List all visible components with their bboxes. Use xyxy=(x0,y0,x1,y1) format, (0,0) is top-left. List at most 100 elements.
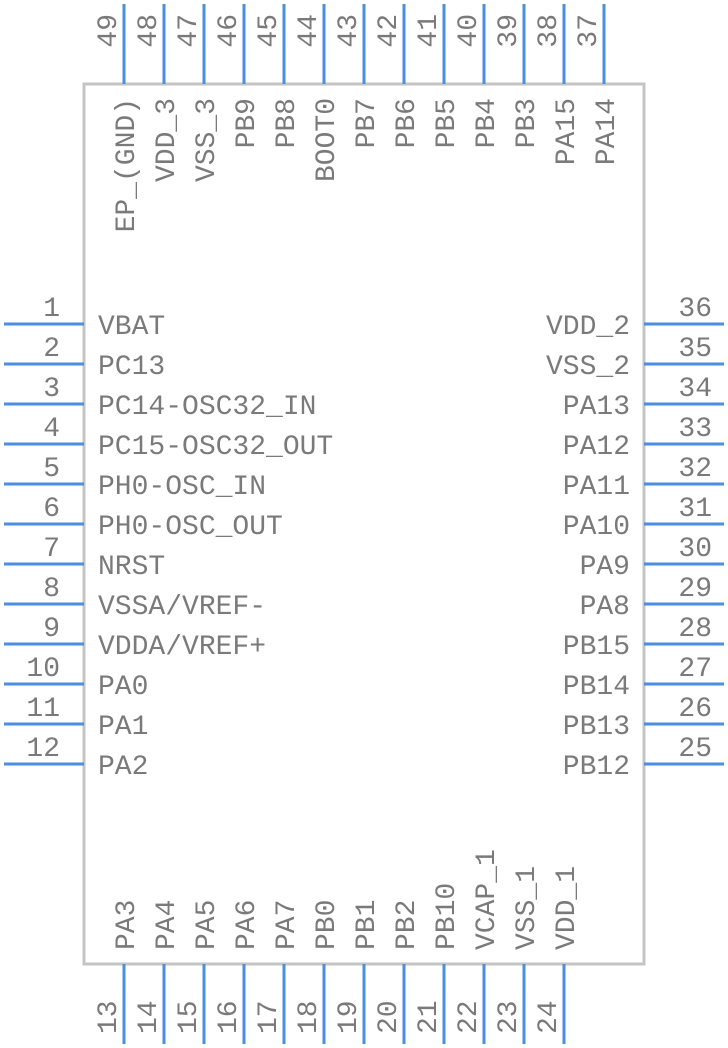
pin-name-26: PB13 xyxy=(563,712,630,743)
pin-name-23: VSS_1 xyxy=(512,866,543,950)
pin-name-14: PA4 xyxy=(152,900,183,950)
pin-name-21: PB10 xyxy=(432,883,463,950)
pin-number-23: 23 xyxy=(494,1000,525,1034)
pin-name-2: PC13 xyxy=(98,352,165,383)
pin-number-17: 17 xyxy=(254,1000,285,1034)
pin-number-49: 49 xyxy=(94,14,125,48)
pin-number-42: 42 xyxy=(374,14,405,48)
pin-name-11: PA1 xyxy=(98,712,148,743)
pin-name-18: PB0 xyxy=(312,900,343,950)
pin-number-18: 18 xyxy=(294,1000,325,1034)
pin-number-19: 19 xyxy=(334,1000,365,1034)
pin-number-45: 45 xyxy=(254,14,285,48)
pin-name-36: VDD_2 xyxy=(546,312,630,343)
pin-name-34: PA13 xyxy=(563,392,630,423)
pin-number-7: 7 xyxy=(43,534,60,565)
pin-number-22: 22 xyxy=(454,1000,485,1034)
pin-name-41: PB5 xyxy=(432,98,463,148)
pin-group xyxy=(4,4,724,1044)
pin-number-36: 36 xyxy=(678,294,712,325)
pin-number-31: 31 xyxy=(678,494,712,525)
pin-number-37: 37 xyxy=(574,14,605,48)
pin-name-49: EP_(GND) xyxy=(112,98,143,232)
pin-number-12: 12 xyxy=(26,734,60,765)
pin-number-34: 34 xyxy=(678,374,712,405)
pin-number-14: 14 xyxy=(134,1000,165,1034)
pin-name-12: PA2 xyxy=(98,752,148,783)
pin-number-3: 3 xyxy=(43,374,60,405)
pin-number-48: 48 xyxy=(134,14,165,48)
pin-name-27: PB14 xyxy=(563,672,630,703)
pin-number-24: 24 xyxy=(534,1000,565,1034)
pin-number-41: 41 xyxy=(414,14,445,48)
pin-name-17: PA7 xyxy=(272,900,303,950)
pin-name-45: PB8 xyxy=(272,98,303,148)
pin-number-38: 38 xyxy=(534,14,565,48)
pin-number-13: 13 xyxy=(94,1000,125,1034)
pin-number-39: 39 xyxy=(494,14,525,48)
pin-name-42: PB6 xyxy=(392,98,423,148)
pin-number-20: 20 xyxy=(374,1000,405,1034)
pin-name-15: PA5 xyxy=(192,900,223,950)
pin-name-5: PH0-OSC_IN xyxy=(98,472,266,503)
pin-number-21: 21 xyxy=(414,1000,445,1034)
pin-number-1: 1 xyxy=(43,294,60,325)
pin-number-40: 40 xyxy=(454,14,485,48)
pin-name-30: PA9 xyxy=(580,552,630,583)
pin-name-44: BOOT0 xyxy=(312,98,343,182)
pin-number-46: 46 xyxy=(214,14,245,48)
pin-number-30: 30 xyxy=(678,534,712,565)
pin-name-22: VCAP_1 xyxy=(472,849,503,950)
pin-name-31: PA10 xyxy=(563,512,630,543)
pin-name-33: PA12 xyxy=(563,432,630,463)
pin-number-9: 9 xyxy=(43,614,60,645)
pin-number-26: 26 xyxy=(678,694,712,725)
pin-name-48: VDD_3 xyxy=(152,98,183,182)
pin-name-38: PA15 xyxy=(552,98,583,165)
pin-name-29: PA8 xyxy=(580,592,630,623)
pin-number-15: 15 xyxy=(174,1000,205,1034)
pin-number-11: 11 xyxy=(26,694,60,725)
pin-name-19: PB1 xyxy=(352,900,383,950)
pin-number-16: 16 xyxy=(214,1000,245,1034)
pin-number-5: 5 xyxy=(43,454,60,485)
pin-number-32: 32 xyxy=(678,454,712,485)
pin-name-24: VDD_1 xyxy=(552,866,583,950)
pin-number-2: 2 xyxy=(43,334,60,365)
pin-number-4: 4 xyxy=(43,414,60,445)
pin-number-10: 10 xyxy=(26,654,60,685)
pin-name-20: PB2 xyxy=(392,900,423,950)
pin-name-43: PB7 xyxy=(352,98,383,148)
pin-name-9: VDDA/VREF+ xyxy=(98,632,266,663)
pin-number-27: 27 xyxy=(678,654,712,685)
pin-name-10: PA0 xyxy=(98,672,148,703)
pin-name-1: VBAT xyxy=(98,312,165,343)
pin-name-3: PC14-OSC32_IN xyxy=(98,392,316,423)
pin-name-13: PA3 xyxy=(112,900,143,950)
pin-name-32: PA11 xyxy=(563,472,630,503)
pin-name-47: VSS_3 xyxy=(192,98,223,182)
pin-name-25: PB12 xyxy=(563,752,630,783)
pin-name-37: PA14 xyxy=(592,98,623,165)
pin-number-25: 25 xyxy=(678,734,712,765)
pin-name-28: PB15 xyxy=(563,632,630,663)
pin-name-39: PB3 xyxy=(512,98,543,148)
pin-number-28: 28 xyxy=(678,614,712,645)
pin-number-29: 29 xyxy=(678,574,712,605)
pin-name-8: VSSA/VREF- xyxy=(98,592,266,623)
pin-number-33: 33 xyxy=(678,414,712,445)
pin-name-16: PA6 xyxy=(232,900,263,950)
pin-name-4: PC15-OSC32_OUT xyxy=(98,432,333,463)
pin-number-8: 8 xyxy=(43,574,60,605)
pin-name-7: NRST xyxy=(98,552,165,583)
pin-name-6: PH0-OSC_OUT xyxy=(98,512,283,543)
pin-name-46: PB9 xyxy=(232,98,263,148)
pin-name-40: PB4 xyxy=(472,98,503,148)
pin-number-44: 44 xyxy=(294,14,325,48)
pin-number-35: 35 xyxy=(678,334,712,365)
pin-number-6: 6 xyxy=(43,494,60,525)
pin-number-47: 47 xyxy=(174,14,205,48)
pin-number-43: 43 xyxy=(334,14,365,48)
